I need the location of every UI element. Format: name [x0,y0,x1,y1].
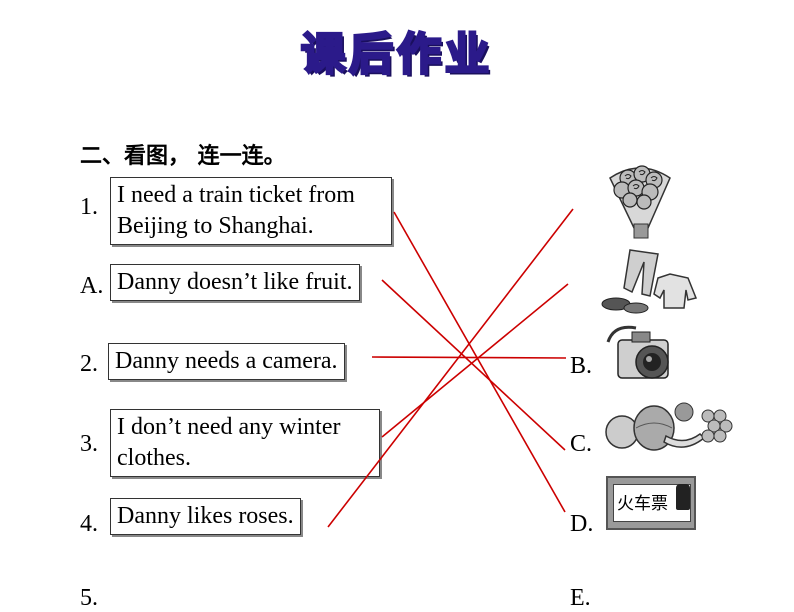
item-number-1: 1. [80,194,98,220]
match-line [371,356,567,359]
sentence-line: Danny likes roses. [117,503,294,529]
sentence-line: Beijing to Shanghai. [117,213,314,239]
train-ticket-icon: 火车票 [606,476,696,530]
instruction: 二、看图， 连一连。 [80,144,286,169]
sentence-line: Danny needs a camera. [115,348,338,374]
match-line [381,283,569,438]
sentence-box-2[interactable]: Danny needs a camera. [108,343,345,380]
matching-lines [327,208,574,528]
item-number-a: A. [80,273,104,299]
camera-icon [606,325,669,379]
picture-label-c: C. [570,431,593,457]
sentence-line: I don’t need any winter [117,414,341,440]
item-number-4: 4. [80,511,98,537]
page-title: 课后作业 [300,28,493,82]
match-line [393,211,566,513]
sentence-line: I need a train ticket from [117,182,355,208]
sentence-line: clothes. [117,445,191,471]
rose-bouquet-icon [609,165,671,239]
sentence-box-1[interactable]: I need a train ticket from Beijing to Sh… [110,177,392,245]
match-line [327,208,574,528]
item-number-3: 3. [80,431,98,457]
picture-label-d: D. [570,511,594,537]
train-icon [676,484,690,510]
sentence-box-3[interactable]: I don’t need any winter clothes. [110,409,380,477]
item-number-2: 2. [80,351,98,377]
winter-clothes-icon [601,249,698,314]
fruit-icon [605,402,733,451]
picture-label-b: B. [570,353,593,379]
sentence-line: Danny doesn’t like fruit. [117,269,353,295]
sentence-box-4[interactable]: Danny likes roses. [110,498,301,535]
sentence-box-a[interactable]: Danny doesn’t like fruit. [110,264,360,301]
match-line [381,279,566,451]
